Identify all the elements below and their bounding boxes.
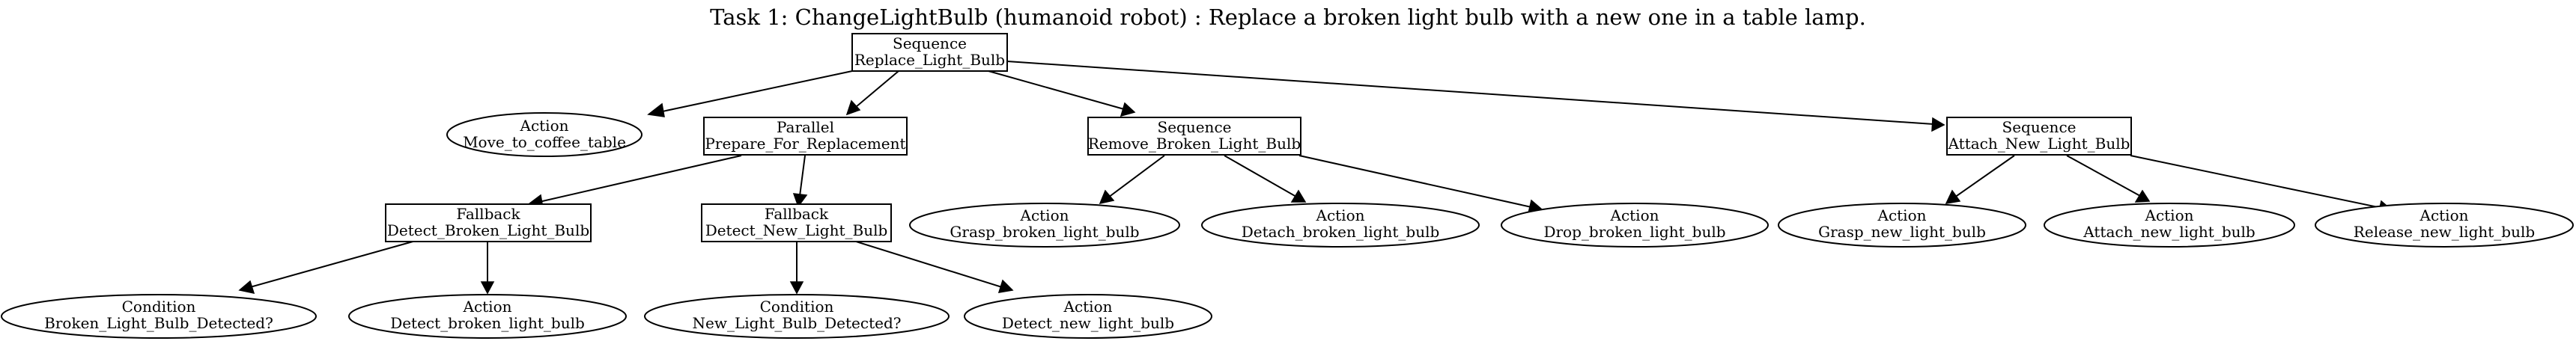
node-name-label: Detect_new_light_bulb	[1002, 314, 1174, 332]
node-sequence-replace-light-bulb: Sequence Replace_Light_Bulb	[851, 33, 1008, 72]
node-type-label: Action	[1020, 206, 1069, 224]
node-action-detect-broken-light-bulb: Action Detect_broken_light_bulb	[348, 294, 627, 339]
node-fallback-detect-new-light-bulb: Fallback Detect_New_Light_Bulb	[701, 203, 892, 242]
node-name-label: Replace_Light_Bulb	[854, 51, 1005, 69]
edge-remove-to-grasp-broken	[1099, 155, 1165, 205]
edges	[238, 61, 2393, 295]
node-name-label: Detach_broken_light_bulb	[1242, 223, 1440, 241]
node-name-label: Attach_new_light_bulb	[2083, 223, 2255, 241]
node-type-label: Condition	[122, 298, 196, 316]
node-action-release-new-light-bulb: Action Release_new_light_bulb	[2315, 203, 2574, 248]
node-condition-broken-light-bulb-detected: Condition Broken_Light_Bulb_Detected?	[1, 294, 317, 339]
edge-remove-to-detach-broken	[1224, 155, 1307, 203]
node-action-detach-broken-light-bulb: Action Detach_broken_light_bulb	[1201, 203, 1480, 248]
edge-prepare-to-detect-new	[792, 155, 808, 208]
edge-detect-new-to-cond	[789, 241, 804, 295]
node-parallel-prepare-for-replacement: Parallel Prepare_For_Replacement	[703, 117, 908, 156]
edge-root-to-remove	[988, 70, 1136, 117]
node-action-drop-broken-light-bulb: Action Drop_broken_light_bulb	[1501, 203, 1769, 248]
diagram-title: Task 1: ChangeLightBulb (humanoid robot)…	[710, 4, 1866, 30]
edge-attach-seq-to-attach-new	[2066, 155, 2151, 203]
node-type-label: Sequence	[893, 34, 967, 52]
node-type-label: Action	[1316, 206, 1365, 224]
node-type-label: Action	[463, 298, 512, 316]
node-name-label: Prepare_For_Replacement	[705, 135, 905, 153]
edge-root-to-prepare	[845, 70, 899, 116]
node-name-label: Attach_New_Light_Bulb	[1948, 135, 2130, 153]
node-name-label: Grasp_new_light_bulb	[1818, 223, 1986, 241]
node-action-detect-new-light-bulb: Action Detect_new_light_bulb	[964, 294, 1212, 339]
node-type-label: Action	[1877, 206, 1927, 224]
node-type-label: Action	[1610, 206, 1659, 224]
node-name-label: Detect_Broken_Light_Bulb	[387, 221, 589, 239]
node-name-label: Release_new_light_bulb	[2354, 223, 2535, 241]
edge-root-to-move	[647, 70, 853, 117]
node-name-label: Detect_New_Light_Bulb	[705, 221, 888, 239]
node-type-label: Sequence	[1158, 118, 1232, 136]
node-sequence-remove-broken-light-bulb: Sequence Remove_Broken_Light_Bulb	[1087, 117, 1301, 156]
node-name-label: Detect_broken_light_bulb	[390, 314, 585, 332]
node-condition-new-light-bulb-detected: Condition New_Light_Bulb_Detected?	[644, 294, 950, 339]
node-name-label: Remove_Broken_Light_Bulb	[1088, 135, 1301, 153]
node-type-label: Action	[1063, 298, 1113, 316]
edge-detect-new-to-action	[853, 240, 1014, 293]
node-name-label: Broken_Light_Bulb_Detected?	[44, 314, 273, 332]
edge-detect-broken-to-cond	[238, 240, 416, 294]
edge-detect-broken-to-action	[480, 241, 495, 295]
node-fallback-detect-broken-light-bulb: Fallback Detect_Broken_Light_Bulb	[385, 203, 592, 242]
node-type-label: Action	[2419, 206, 2469, 224]
node-action-grasp-new-light-bulb: Action Grasp_new_light_bulb	[1778, 203, 2026, 248]
node-type-label: Fallback	[765, 205, 829, 223]
edge-prepare-to-detect-broken	[527, 155, 742, 209]
node-type-label: Condition	[760, 298, 834, 316]
node-type-label: Sequence	[2002, 118, 2077, 136]
node-action-move-to-coffee-table: Action Move_to_coffee_table	[446, 112, 643, 157]
node-name-label: New_Light_Bulb_Detected?	[693, 314, 902, 332]
node-action-attach-new-light-bulb: Action Attach_new_light_bulb	[2044, 203, 2295, 248]
node-name-label: Drop_broken_light_bulb	[1543, 223, 1725, 241]
node-action-grasp-broken-light-bulb: Action Grasp_broken_light_bulb	[909, 203, 1180, 248]
edge-root-to-attach-seq	[1006, 61, 1945, 132]
node-type-label: Fallback	[456, 205, 520, 223]
edge-attach-seq-to-grasp-new	[1945, 155, 2015, 204]
node-type-label: Action	[520, 117, 569, 135]
node-name-label: Grasp_broken_light_bulb	[950, 223, 1139, 241]
node-type-label: Parallel	[777, 118, 834, 136]
node-sequence-attach-new-light-bulb: Sequence Attach_New_Light_Bulb	[1946, 117, 2132, 156]
node-type-label: Action	[2145, 206, 2194, 224]
node-name-label: Move_to_coffee_table	[463, 133, 626, 151]
